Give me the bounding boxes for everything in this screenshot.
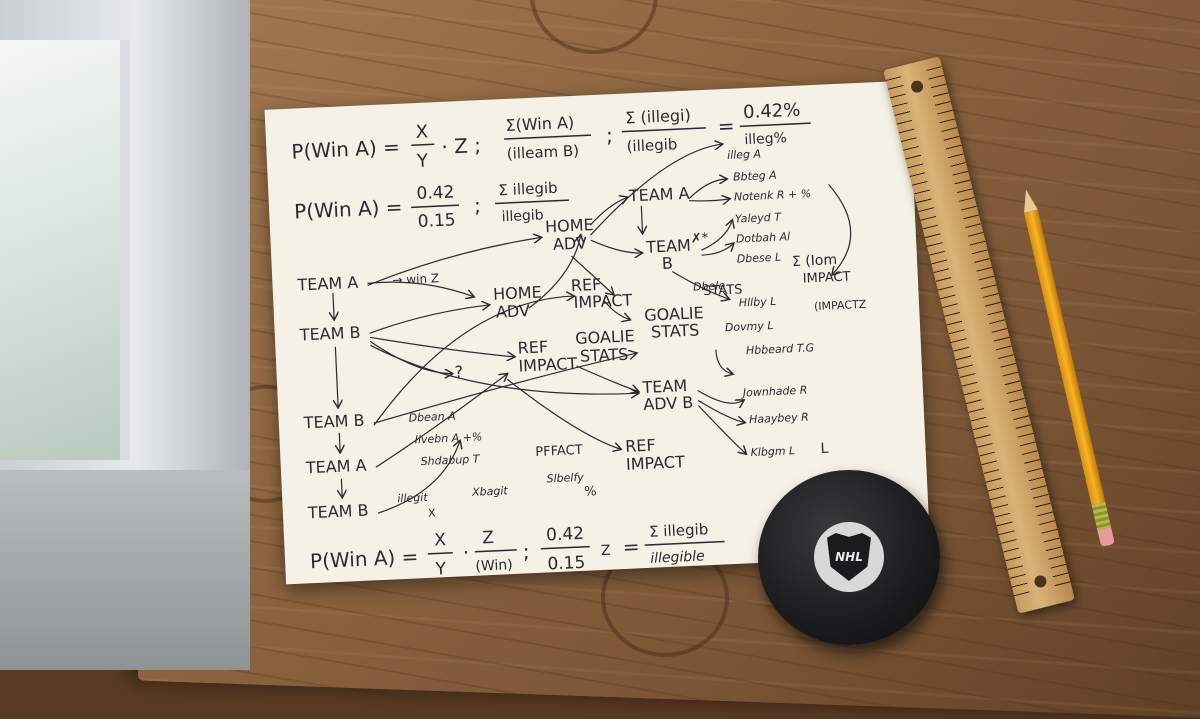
semicolon-1: ; — [606, 123, 614, 147]
coffee-ring-top — [527, 0, 660, 57]
right-note-2: Bbteg A — [733, 169, 777, 184]
bottom-eq: = — [622, 534, 640, 559]
right-note-9: Dovmy L — [725, 319, 774, 334]
team-b-bottom: TEAM B — [306, 501, 369, 523]
bottom-dot: · — [462, 540, 469, 564]
sum-win-a-den: (illeam B) — [506, 142, 579, 163]
star-note: ✗* — [691, 231, 710, 247]
frac-y: Y — [416, 150, 430, 172]
goalie-stats-4: STATS — [580, 345, 629, 366]
right-note-3: Notenk R + % — [734, 187, 812, 203]
left-note-2: Ilvebn A +% — [414, 430, 482, 446]
stats-note: STATS — [703, 282, 743, 299]
second-sum-den: illegib — [501, 207, 544, 225]
formula-second: P(Win A) = — [294, 195, 403, 224]
arrows — [327, 139, 852, 514]
bottom-win: (Win) — [475, 557, 513, 575]
right-note-1: illeg A — [727, 147, 762, 162]
question-note: ? — [454, 362, 463, 381]
window-sill — [0, 470, 250, 670]
left-note-7: Slbelfy — [546, 471, 584, 486]
left-note-6: X — [428, 507, 437, 520]
team-b-right-2: B — [662, 254, 674, 273]
goalie-stats-1: GOALIE — [644, 303, 704, 325]
team-b-left: TEAM B — [298, 323, 361, 345]
nhl-logo-text: NHL — [835, 550, 863, 564]
ref-impact-1: REF — [570, 275, 601, 295]
window-glass — [0, 40, 130, 460]
bottom-num: 0.42 — [546, 524, 585, 546]
sum-impact-2: IMPACT — [802, 269, 850, 286]
sum-win-a-num: Σ(Win A) — [505, 113, 574, 135]
second-sum-num: Σ illegib — [498, 179, 558, 200]
team-b-lower: TEAM B — [302, 411, 365, 433]
sum-impact-1: Σ (Iom — [792, 252, 838, 270]
second-sep: ; — [474, 193, 482, 217]
team-a-left: TEAM A — [296, 273, 359, 295]
window-frame — [0, 0, 250, 670]
bottom-sum-den: illegible — [650, 548, 705, 566]
bottom-sum-num: Σ illegib — [649, 520, 709, 541]
pffact-note: PFFACT — [535, 443, 583, 460]
home-adv-mid-2: ADV — [496, 301, 531, 322]
right-note-8: Hllby L — [739, 295, 777, 310]
result-bottom: illeg% — [744, 130, 787, 148]
handwritten-paper: P(Win A) = X Y · Z ; Σ(Win A) (illeam B)… — [264, 80, 931, 585]
nhl-logo: NHL — [814, 522, 884, 592]
right-note-extra: L — [820, 441, 829, 457]
bottom-z2: Z — [601, 543, 611, 559]
hockey-puck: NHL — [758, 470, 940, 645]
right-note-5: Dotbah Al — [736, 230, 791, 245]
right-note-7: Dbele — [693, 279, 726, 293]
times-z: · Z ; — [441, 133, 482, 159]
ref-impact-mid-2: IMPACT — [518, 354, 578, 376]
frac-x: X — [415, 121, 428, 143]
handwriting-layer: P(Win A) = X Y · Z ; Σ(Win A) (illeam B)… — [291, 100, 867, 580]
home-adv-top-1: HOME — [545, 215, 594, 236]
goalie-stats-2: STATS — [651, 320, 700, 341]
equals-1: = — [717, 114, 735, 139]
team-a-lower: TEAM A — [304, 456, 367, 478]
team-a-right: TEAM A — [627, 184, 690, 206]
ref-impact-2: IMPACT — [573, 290, 633, 312]
right-note-12: Haaybey R — [749, 411, 809, 427]
second-den: 0.15 — [417, 210, 456, 232]
right-note-11: Jownhade R — [741, 384, 808, 400]
formula-top: P(Win A) = — [291, 135, 400, 164]
bottom-frac-x: X — [434, 530, 447, 551]
home-adv-top-2: ADV — [553, 233, 588, 254]
ref-impact-low-2: IMPACT — [626, 452, 686, 474]
sum-illegi-num: Σ (illegi) — [625, 106, 691, 128]
ref-impact-low-1: REF — [625, 435, 656, 455]
second-num: 0.42 — [416, 182, 455, 204]
team-adv-b-1: TEAM — [641, 376, 687, 397]
bottom-frac-y: Y — [434, 559, 447, 580]
bottom-sep: ; — [522, 539, 530, 563]
bottom-z: Z — [482, 528, 495, 549]
left-note-5: Xbagit — [471, 484, 509, 499]
right-note-10: Hbbeard T.G — [746, 341, 815, 357]
ref-impact-mid-1: REF — [517, 337, 548, 357]
percent-note: % — [584, 484, 597, 500]
bottom-den: 0.15 — [547, 553, 586, 575]
goalie-stats-3: GOALIE — [575, 326, 635, 348]
formula-bottom: P(Win A) = — [310, 544, 419, 573]
nhl-shield-icon: NHL — [827, 533, 871, 581]
right-note-13: Klbgm L — [750, 444, 795, 459]
team-b-right-1: TEAM — [645, 236, 691, 257]
impactz: (IMPACTZ — [814, 298, 867, 313]
right-note-4: Yaleyd T — [735, 211, 783, 226]
team-adv-b-2: ADV B — [643, 393, 694, 414]
result-top: 0.42% — [743, 100, 801, 124]
home-adv-mid-1: HOME — [493, 283, 542, 304]
win-z-note: → win Z — [392, 271, 439, 287]
right-note-6: Dbese L — [737, 251, 782, 266]
sum-illegi-den: (illegib — [626, 135, 678, 155]
